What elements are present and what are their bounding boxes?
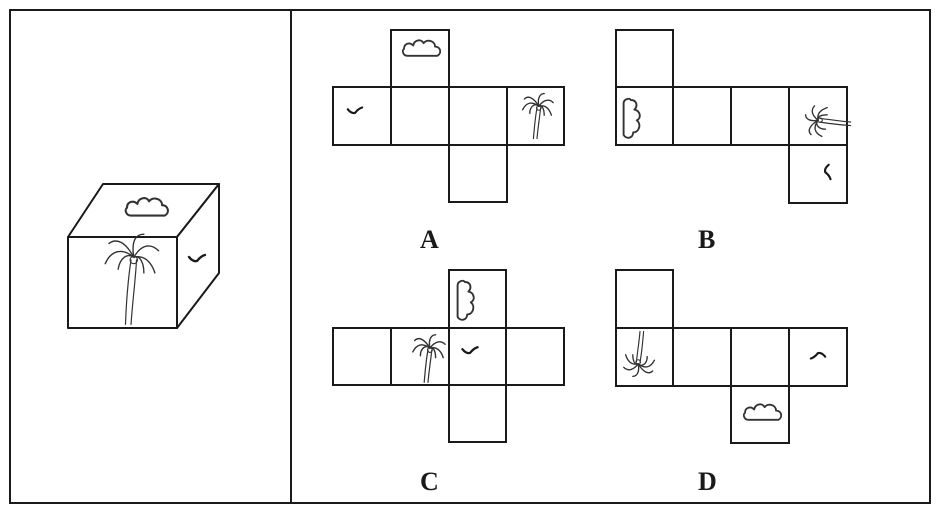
option-c-label[interactable]: C	[420, 467, 439, 496]
cube-front-face	[67, 236, 178, 329]
option-a-net[interactable]	[332, 29, 565, 203]
reference-cube	[67, 183, 220, 329]
option-b-label[interactable]: B	[698, 225, 715, 254]
option-c-net[interactable]	[332, 269, 565, 443]
option-d-net[interactable]	[615, 269, 848, 444]
option-b-net[interactable]	[615, 29, 852, 204]
outer-frame	[9, 9, 931, 504]
option-d-label[interactable]: D	[698, 467, 717, 496]
option-a-label[interactable]: A	[420, 225, 439, 254]
